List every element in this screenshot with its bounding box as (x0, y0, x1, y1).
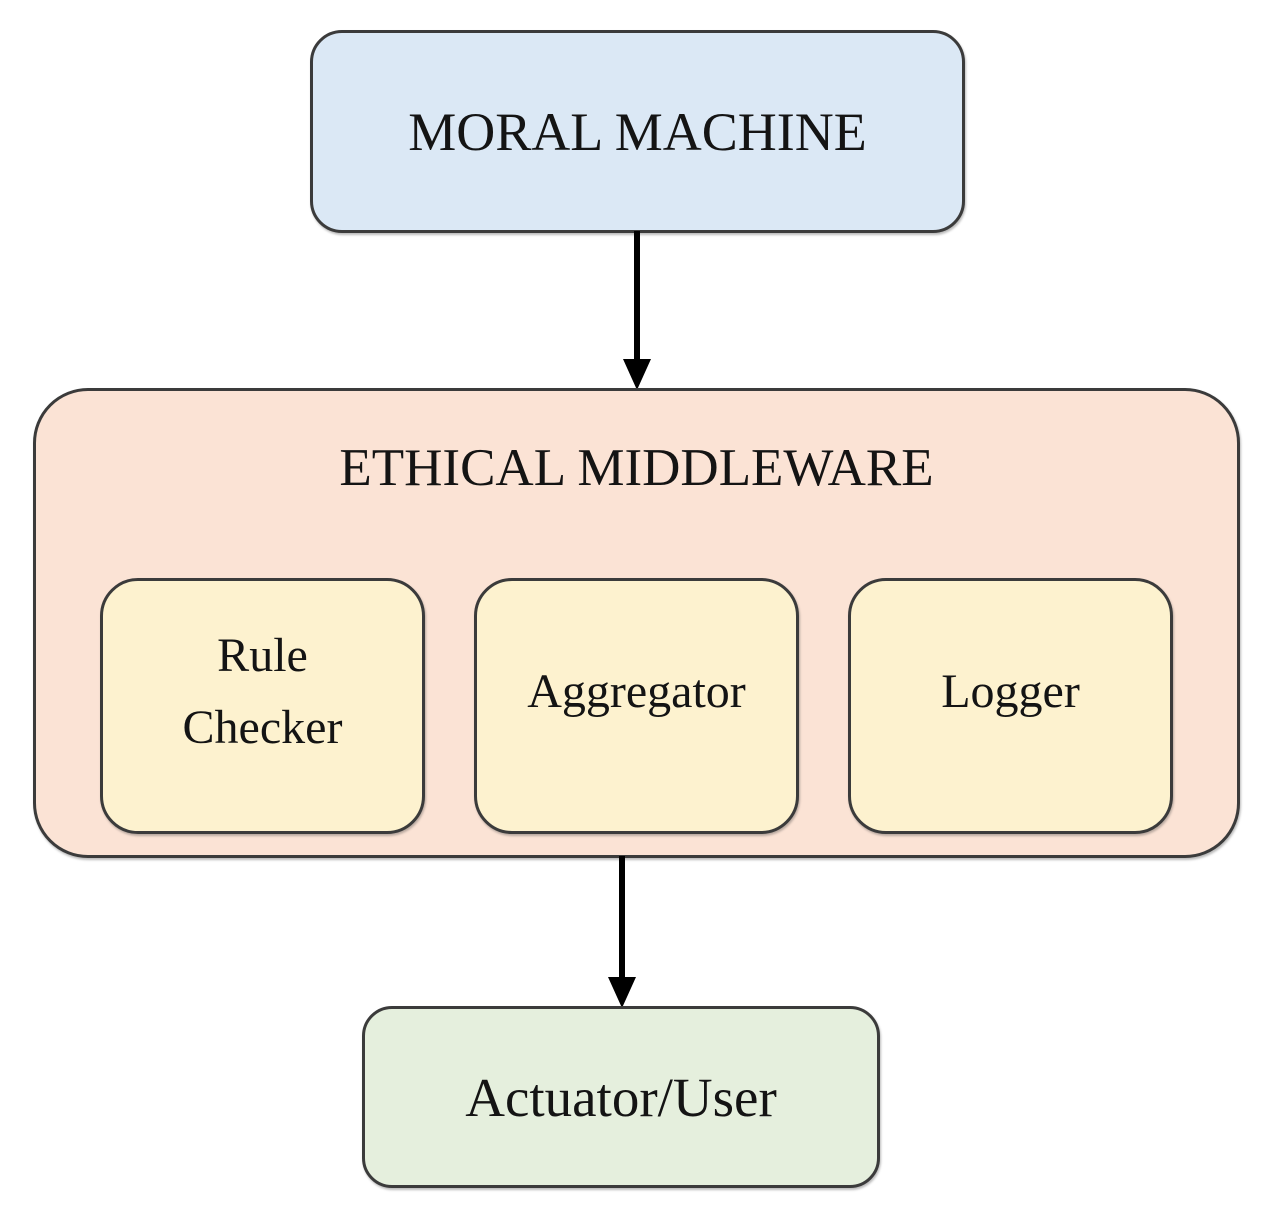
node-actuator-user-label: Actuator/User (465, 1066, 777, 1128)
arrow-middleware-to-actuator (608, 856, 636, 1008)
node-aggregator-label: Aggregator (527, 665, 746, 718)
node-logger-label: Logger (941, 665, 1080, 718)
node-actuator-user: Actuator/User (362, 1006, 880, 1188)
node-rule-checker-label: Rule Checker (182, 629, 343, 754)
middleware-components-row: Rule Checker Aggregator Logger (36, 578, 1237, 834)
node-rule-checker: Rule Checker (100, 578, 425, 834)
node-moral-machine: MORAL MACHINE (310, 30, 965, 233)
node-aggregator: Aggregator (474, 578, 799, 834)
node-logger: Logger (848, 578, 1173, 834)
node-moral-machine-label: MORAL MACHINE (408, 101, 867, 162)
node-ethical-middleware-label: ETHICAL MIDDLEWARE (339, 439, 934, 497)
arrow-moral-to-middleware (623, 231, 651, 390)
arrowhead-down-icon (623, 359, 651, 390)
arrowhead-down-icon (608, 977, 636, 1008)
node-ethical-middleware: ETHICAL MIDDLEWARE Rule Checker Aggregat… (33, 388, 1240, 858)
